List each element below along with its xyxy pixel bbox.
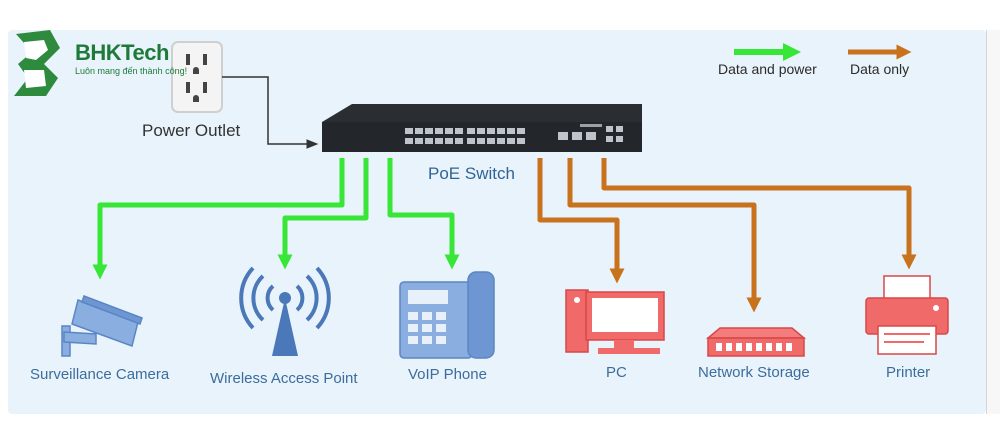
link-switch-storage: [567, 158, 762, 313]
link-switch-pc: [537, 158, 625, 284]
device-label-pc: PC: [606, 364, 627, 381]
data-connections: [537, 158, 917, 313]
legend-data-only-label: Data only: [850, 61, 910, 77]
power-cable: [222, 76, 319, 149]
link-switch-phone: [387, 158, 460, 270]
page-edge: [986, 30, 1000, 414]
poe-switch-icon: [322, 104, 642, 152]
brand-logo-icon: [14, 30, 60, 96]
device-label-storage: Network Storage: [698, 364, 810, 381]
legend-data-and-power-label: Data and power: [718, 61, 817, 77]
poe-connections: [92, 158, 460, 280]
device-label-camera: Surveillance Camera: [30, 366, 170, 383]
power-outlet-icon: [171, 41, 223, 113]
poe-switch-label: PoE Switch: [428, 164, 515, 183]
access-point-icon: [239, 266, 331, 356]
device-label-access-point: Wireless Access Point: [210, 370, 358, 387]
brand-name: BHKTech: [75, 40, 169, 65]
power-outlet-label: Power Outlet: [142, 121, 241, 140]
link-switch-camera: [92, 158, 345, 280]
phone-icon: [399, 271, 495, 359]
link-switch-printer: [601, 158, 917, 270]
pc-icon: [565, 289, 665, 354]
printer-icon: [865, 275, 949, 355]
camera-icon: [61, 295, 143, 357]
brand-slogan: Luôn mang đến thành công!: [75, 66, 188, 76]
device-label-printer: Printer: [886, 364, 931, 381]
device-label-phone: VoIP Phone: [408, 366, 487, 383]
storage-icon: [705, 327, 807, 357]
link-switch-ap: [277, 158, 369, 270]
